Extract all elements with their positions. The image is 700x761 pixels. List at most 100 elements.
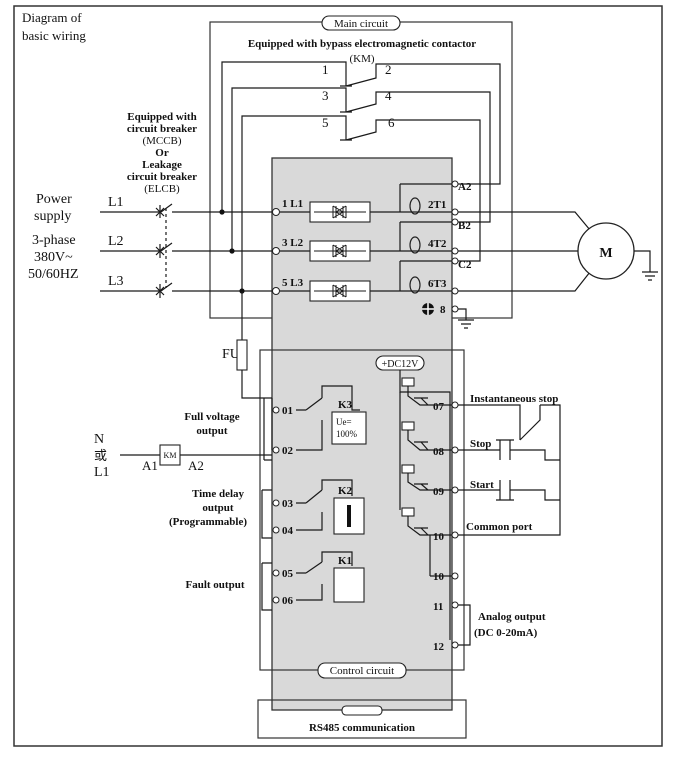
input-label-5: 5 L3 <box>282 277 304 289</box>
stop-label: Stop <box>470 438 491 450</box>
ue-label-1: Ue= <box>336 417 352 427</box>
fuse: FU <box>222 291 272 399</box>
terminal-05: 05 <box>282 568 294 580</box>
ground-terminal-label: 8 <box>440 304 446 316</box>
terminal-12: 12 <box>433 641 445 653</box>
phase-label-l3: L3 <box>108 274 124 289</box>
time-delay-line1: Time delay <box>192 488 245 500</box>
time-delay-line3: (Programmable) <box>169 516 247 528</box>
contact-number-3: 3 <box>322 88 329 103</box>
motor-wiring: M <box>460 211 658 292</box>
breaker-line3: (MCCB) <box>142 135 181 147</box>
breaker-line2: circuit breaker <box>127 123 197 135</box>
breaker-line1: Equipped with <box>127 111 196 123</box>
ue-label-2: 100% <box>336 429 358 439</box>
breaker-line7: (ELCB) <box>144 183 180 195</box>
diagram-title-line1: Diagram of <box>22 10 82 25</box>
terminal-08: 08 <box>433 446 445 458</box>
relay-k2-bar <box>347 505 351 527</box>
control-inputs: 07 08 09 10 10 11 12 Instantaneous stop … <box>399 377 561 653</box>
relay-outputs: Full voltage output Time delay output (P… <box>169 385 367 611</box>
power-line1: Power <box>36 192 72 207</box>
input-terminal-1 <box>272 208 280 216</box>
contact-number-5: 5 <box>322 115 329 130</box>
km-label: (KM) <box>349 53 374 65</box>
l1-coil-label: L1 <box>94 465 110 480</box>
instant-stop-label: Instantaneous stop <box>470 393 558 405</box>
fu-label: FU <box>222 347 240 362</box>
terminal-10a: 10 <box>433 531 445 543</box>
full-voltage-line1: Full voltage <box>184 411 239 423</box>
outer-frame <box>13 5 663 747</box>
breaker-line6: circuit breaker <box>127 171 197 183</box>
contact-number-1: 1 <box>322 62 329 77</box>
terminal-06: 06 <box>282 595 294 607</box>
bypass-label: Equipped with bypass electromagnetic con… <box>248 38 476 50</box>
output-label-6t3: 6T3 <box>428 278 447 290</box>
diagram-title-line2: basic wiring <box>22 28 86 43</box>
output-label-4t2: 4T2 <box>428 238 447 250</box>
bypass-contacts: 1 2 3 4 5 6 <box>322 62 395 141</box>
input-label-3: 3 L2 <box>282 237 304 249</box>
bypass-terminal-c2: C2 <box>458 259 472 271</box>
relay-k1-box <box>333 567 365 603</box>
breaker-line5: Leakage <box>142 159 182 171</box>
power-line5: 50/60HZ <box>28 267 79 282</box>
contact-number-4: 4 <box>385 88 392 103</box>
breaker-line4: Or <box>155 147 169 159</box>
ground-icon-motor <box>642 271 658 281</box>
a1-label: A1 <box>142 458 158 473</box>
rs485-port <box>341 705 383 716</box>
motor-label: M <box>599 246 612 261</box>
km-coil-label: KM <box>164 451 177 460</box>
coil-circuit: N 或 L1 KM A1 A2 <box>94 432 272 480</box>
control-circuit-label: Control circuit <box>330 665 394 677</box>
main-circuit-pill <box>321 15 401 31</box>
phase-label-l1: L1 <box>108 195 124 210</box>
bypass-terminal-a2: A2 <box>458 181 472 193</box>
rs485-label: RS485 communication <box>309 722 415 734</box>
terminal-09: 09 <box>433 486 445 498</box>
input-label-1: 1 L1 <box>282 198 303 210</box>
dc12v-label: +DC12V <box>382 359 420 370</box>
terminal-01: 01 <box>282 405 293 417</box>
phase-lines <box>100 203 272 298</box>
relay-k3-label: K3 <box>338 399 353 411</box>
neutral-label: N <box>94 432 104 447</box>
terminal-11: 11 <box>433 601 443 613</box>
control-circuit-pill <box>317 662 407 679</box>
terminal-10b: 10 <box>433 571 445 583</box>
or-label: 或 <box>94 448 107 463</box>
fault-output-label: Fault output <box>186 579 245 591</box>
power-supply-label: Power supply 3-phase 380V~ 50/60HZ <box>28 192 79 282</box>
output-label-2t1: 2T1 <box>428 199 446 211</box>
phase-label-l2: L2 <box>108 234 124 249</box>
relay-k1-label: K1 <box>338 555 352 567</box>
thyristor-section: 1 L1 3 L2 5 L3 2T1 4T2 6T3 A2 B2 C2 8 <box>272 180 474 329</box>
input-terminal-5 <box>272 287 280 295</box>
start-label: Start <box>470 479 494 491</box>
relay-k2-label: K2 <box>338 485 353 497</box>
relay-k3-box <box>331 411 367 445</box>
breaker-label: Equipped with circuit breaker (MCCB) Or … <box>127 111 197 195</box>
a2-label: A2 <box>188 458 204 473</box>
terminal-03: 03 <box>282 498 294 510</box>
ct-3 <box>409 276 421 294</box>
power-line3: 3-phase <box>32 233 76 248</box>
contact-number-6: 6 <box>388 115 395 130</box>
contact-number-2: 2 <box>385 62 392 77</box>
power-line2: supply <box>34 209 71 224</box>
bypass-wiring <box>221 61 501 291</box>
analog-output-line1: Analog output <box>478 611 546 623</box>
analog-output-line2: (DC 0-20mA) <box>474 627 538 639</box>
rs485-frame <box>257 699 467 739</box>
terminal-04: 04 <box>282 525 294 537</box>
power-line4: 380V~ <box>34 250 73 265</box>
terminal-07: 07 <box>433 401 445 413</box>
main-circuit-label: Main circuit <box>334 18 388 30</box>
input-terminal-3 <box>272 247 280 255</box>
common-port-label: Common port <box>466 521 533 533</box>
ground-icon-panel <box>458 319 474 329</box>
ct-2 <box>409 236 421 254</box>
full-voltage-line2: output <box>196 425 228 437</box>
